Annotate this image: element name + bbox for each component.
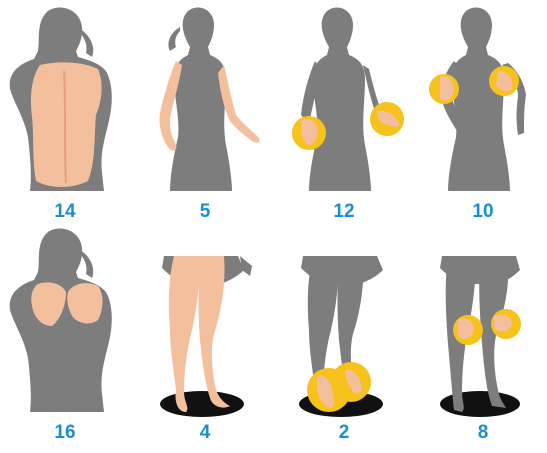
- panel-feet: 2: [279, 226, 409, 450]
- knees-figure-illustration: [418, 226, 547, 420]
- floor-shadow: [160, 391, 244, 417]
- count-shoulders: 16: [0, 422, 130, 444]
- panel-hands: 12: [279, 5, 409, 229]
- elbows-figure-illustration: [418, 5, 547, 199]
- feet-figure-illustration: [279, 226, 409, 420]
- panel-legs: 4: [140, 226, 270, 450]
- count-knees: 8: [418, 422, 547, 444]
- shoulders-figure-illustration: [0, 226, 130, 420]
- back-figure-illustration: [0, 5, 130, 199]
- count-legs: 4: [140, 422, 270, 444]
- silhouette: [448, 7, 510, 191]
- hair-tail: [80, 29, 93, 57]
- panel-arms: 5: [140, 5, 270, 229]
- count-back: 14: [0, 201, 130, 223]
- arms-figure-illustration: [140, 5, 270, 199]
- panel-elbows: 10: [418, 5, 547, 229]
- floor-shadow: [440, 391, 520, 417]
- silhouette-arm: [240, 256, 252, 276]
- count-hands: 12: [279, 201, 409, 223]
- count-feet: 2: [279, 422, 409, 444]
- panel-back: 14: [0, 5, 130, 229]
- panel-knees: 8: [418, 226, 547, 450]
- panel-shoulders: 16: [0, 226, 130, 450]
- silhouette: [309, 7, 371, 191]
- hair-tail: [168, 27, 180, 51]
- count-elbows: 10: [418, 201, 547, 223]
- hands-figure-illustration: [279, 5, 409, 199]
- hair-tail: [80, 250, 93, 278]
- count-arms: 5: [140, 201, 270, 223]
- highlight-leg-left: [169, 256, 200, 412]
- legs-figure-illustration: [140, 226, 270, 420]
